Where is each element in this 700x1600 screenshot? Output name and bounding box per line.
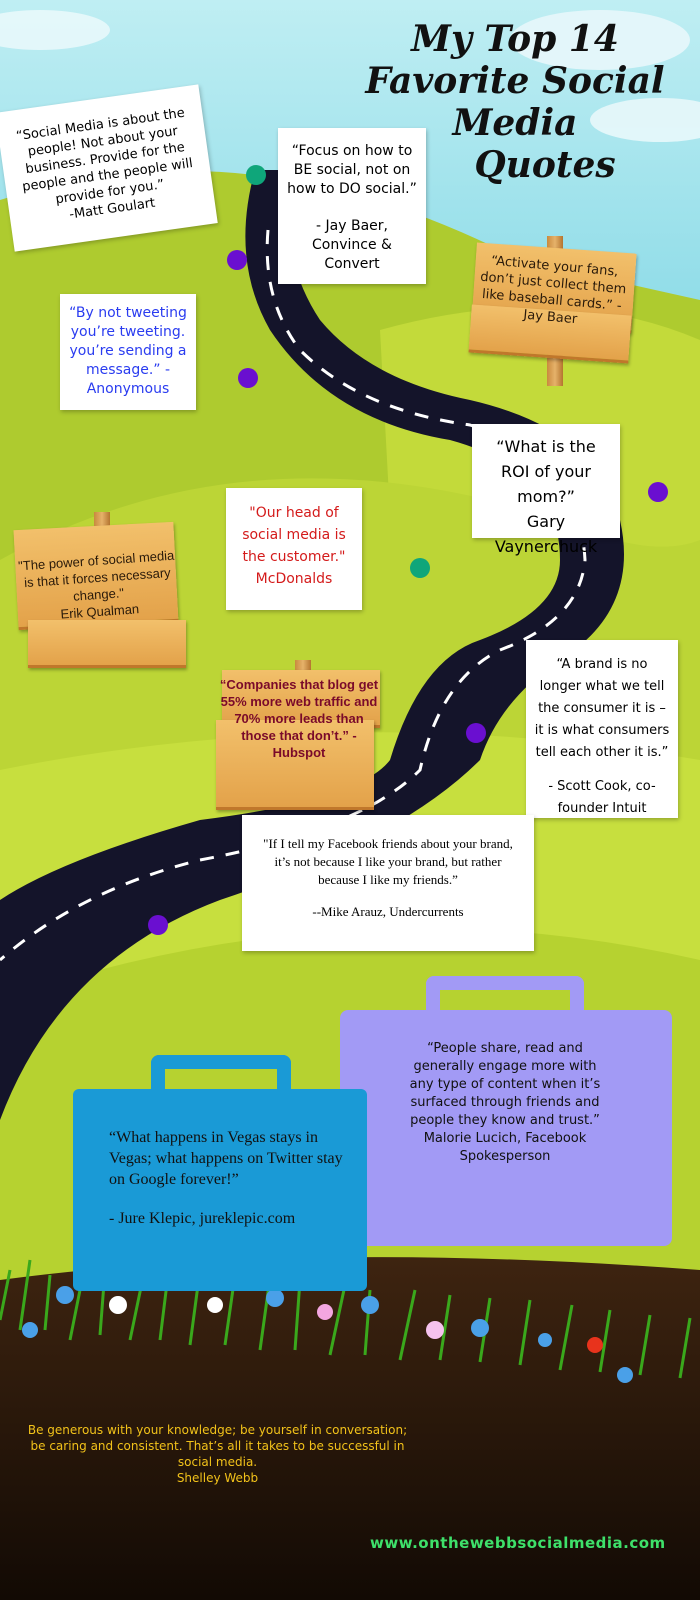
- marker-dot: [148, 915, 168, 935]
- quote-author: Anonymous: [86, 381, 170, 397]
- marker-dot: [410, 558, 430, 578]
- title-line-3: Quotes: [474, 144, 616, 186]
- quote-jure-klepic: “What happens in Vegas stays in Vegas; w…: [109, 1127, 349, 1229]
- quote-text: “Companies that blog get 55% more web tr…: [219, 677, 379, 743]
- quote-text: “What happens in Vegas stays in Vegas; w…: [109, 1129, 343, 1188]
- quote-author: Shelley Webb: [176, 1471, 259, 1485]
- quote-text: “Focus on how to BE social, not on how t…: [287, 143, 417, 197]
- marker-dot: [648, 482, 668, 502]
- quote-author: - Jay Baer, Convince & Convert: [312, 218, 392, 272]
- quote-author: McDonalds: [255, 571, 333, 587]
- quote-author: Hubspot: [272, 745, 326, 760]
- quote-author: Malorie Lucich, Facebook Spokesperson: [423, 1131, 587, 1164]
- page-title: My Top 14 Favorite Social Media Quotes: [330, 18, 700, 186]
- briefcase-lilac: “People share, read and generally engage…: [340, 976, 672, 1246]
- quote-scott-cook: “A brand is no longer what we tell the c…: [526, 640, 678, 818]
- quote-text: “By not tweeting you’re tweeting. you’re…: [69, 305, 187, 378]
- sign-board: [28, 620, 186, 668]
- sign-board: [216, 720, 374, 810]
- briefcase-handle: [151, 1055, 291, 1095]
- quote-jay-baer-fans: “Activate your fans, don’t just collect …: [467, 251, 637, 333]
- marker-dot: [246, 165, 266, 185]
- quote-author: - Scott Cook, co-founder Intuit: [548, 779, 656, 816]
- marker-dot: [466, 723, 486, 743]
- quote-anonymous: “By not tweeting you’re tweeting. you’re…: [60, 294, 196, 410]
- marker-dot: [238, 368, 258, 388]
- quote-text: “What is the ROI of your mom?”: [496, 437, 596, 506]
- clouds: [0, 10, 700, 142]
- title-line-2: Favorite Social Media: [365, 60, 665, 144]
- grass: [0, 1259, 692, 1379]
- quote-mike-arauz: "If I tell my Facebook friends about you…: [242, 815, 534, 951]
- quote-text: “A brand is no longer what we tell the c…: [534, 657, 670, 760]
- quote-hubspot: “Companies that blog get 55% more web tr…: [216, 676, 382, 761]
- quote-jay-baer-social: “Focus on how to BE social, not on how t…: [278, 128, 426, 284]
- quote-text: Be generous with your knowledge; be your…: [27, 1423, 408, 1469]
- quote-text: "Our head of social media is the custome…: [242, 505, 346, 565]
- quote-author: Gary Vaynerchuck: [494, 512, 598, 556]
- quote-erik-qualman: "The power of social media is that it fo…: [16, 547, 180, 626]
- quote-author: --Mike Arauz, Undercurrents: [312, 904, 464, 919]
- quote-matt-goulart: “Social Media is about the people! Not a…: [0, 84, 218, 252]
- quote-shelley-webb: Be generous with your knowledge; be your…: [20, 1422, 415, 1486]
- quote-author: - Jure Klepic, jureklepic.com: [109, 1210, 296, 1227]
- briefcase-blue: “What happens in Vegas stays in Vegas; w…: [73, 1055, 367, 1291]
- marker-dot: [227, 250, 247, 270]
- road: [0, 170, 624, 1120]
- footer-url[interactable]: www.onthewebbsocialmedia.com: [370, 1534, 666, 1552]
- quote-gary-vaynerchuck: “What is the ROI of your mom?” Gary Vayn…: [472, 424, 620, 556]
- title-line-1: My Top 14: [411, 18, 619, 60]
- quote-malorie-lucich: “People share, read and generally engage…: [400, 1040, 610, 1166]
- quote-mcdonalds: "Our head of social media is the custome…: [226, 488, 362, 610]
- quote-text: “People share, read and generally engage…: [409, 1041, 601, 1128]
- quote-text: "If I tell my Facebook friends about you…: [263, 836, 513, 887]
- briefcase-handle: [426, 976, 584, 1016]
